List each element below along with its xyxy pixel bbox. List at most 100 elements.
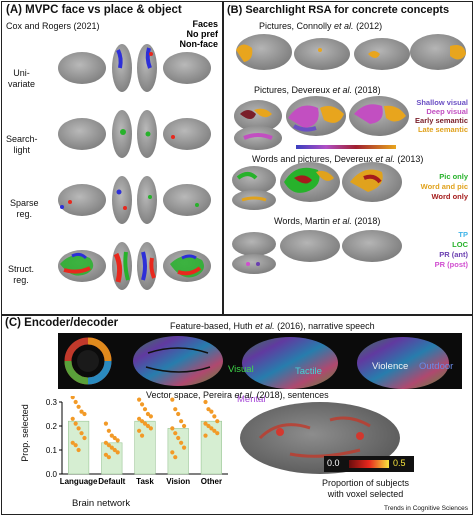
data-point xyxy=(170,426,175,431)
panel-b-title: (B) Searchlight RSA for concrete concept… xyxy=(227,4,450,16)
colorbar-max: 0.5 xyxy=(393,458,406,468)
data-point xyxy=(103,421,109,426)
data-point xyxy=(176,435,181,441)
data-point xyxy=(137,416,142,421)
data-point xyxy=(73,399,78,405)
panel-a-legend: Faces No pref Non-face xyxy=(179,19,218,49)
legend-deep-visual: Deep visual xyxy=(426,107,468,116)
row-label-struct: Struct.reg. xyxy=(8,264,35,285)
legend-pr-ant: PR (ant) xyxy=(439,250,468,259)
legend-faces: Faces xyxy=(192,19,218,29)
data-point xyxy=(212,428,217,433)
label-violence: Violence xyxy=(372,361,409,372)
data-point xyxy=(215,419,220,424)
row-label-univariate: Uni-variate xyxy=(8,68,36,89)
data-point xyxy=(173,455,178,460)
data-point xyxy=(76,447,81,453)
brains-devereux-2013 xyxy=(232,162,402,210)
panel-a-source: Cox and Rogers (2021) xyxy=(6,21,100,31)
study-devereux-2013: Words and pictures, Devereux et al. (201… xyxy=(252,154,424,164)
x-tick-label: Vision xyxy=(166,477,190,486)
bar xyxy=(134,420,156,475)
data-point xyxy=(176,411,181,417)
data-point xyxy=(203,399,208,405)
row-label-searchlight: Search-light xyxy=(6,134,38,155)
data-point xyxy=(179,440,184,445)
legend-word-and-pic: Word and pic xyxy=(420,182,468,191)
brains-devereux-2018 xyxy=(234,96,409,150)
row-struct-brains xyxy=(58,242,211,290)
data-point xyxy=(148,414,153,419)
data-point xyxy=(70,440,75,445)
legend-no-pref: No pref xyxy=(186,29,219,39)
legend-late-semantic: Late semantic xyxy=(417,125,468,134)
study-martin: Words, Martin et al. (2018) xyxy=(274,216,381,226)
data-point xyxy=(73,443,78,448)
panel-c-title: (C) Encoder/decoder xyxy=(5,317,119,329)
y-tick-label: 0.3 xyxy=(46,398,58,407)
huth-brain-maps xyxy=(58,333,462,389)
legend-devereux-2013: Pic only Word and pic Word only xyxy=(421,172,468,202)
data-point xyxy=(79,431,84,436)
data-point xyxy=(139,433,145,438)
legend-tp: TP xyxy=(458,230,468,239)
data-point xyxy=(145,423,151,429)
data-point xyxy=(109,445,114,450)
data-point xyxy=(139,419,145,424)
row-univariate-brains xyxy=(58,44,211,92)
data-point xyxy=(215,431,220,436)
data-point xyxy=(106,455,111,460)
panel-c: (C) Encoder/decoder Feature-based, Huth … xyxy=(1,315,473,515)
data-point xyxy=(173,407,178,412)
data-point xyxy=(203,421,208,426)
data-point xyxy=(106,443,111,448)
data-point xyxy=(170,397,175,402)
data-point xyxy=(206,423,211,429)
legend-devereux-2018: Shallow visual Deep visual Early semanti… xyxy=(415,98,468,134)
data-point xyxy=(79,409,84,414)
data-point xyxy=(137,428,142,433)
data-point xyxy=(206,407,211,412)
x-tick-label: Task xyxy=(136,477,154,486)
data-point xyxy=(76,426,81,431)
data-point xyxy=(137,397,142,402)
legend-word-only: Word only xyxy=(431,192,468,201)
huth-caption: Feature-based, Huth et al. (2016), narra… xyxy=(170,321,375,331)
legend-shallow-visual: Shallow visual xyxy=(416,98,468,107)
panel-b: (B) Searchlight RSA for concrete concept… xyxy=(223,1,473,315)
row-sparse-brains xyxy=(58,176,211,224)
legend-pic-only: Pic only xyxy=(439,172,468,181)
legend-early-semantic: Early semantic xyxy=(415,116,468,125)
panel-a-brains xyxy=(58,44,211,290)
data-point xyxy=(103,452,109,457)
y-tick-label: 0.2 xyxy=(46,422,58,431)
data-point xyxy=(209,426,214,431)
data-point xyxy=(70,396,75,400)
data-point xyxy=(76,404,81,409)
data-point xyxy=(70,416,75,421)
panel-a: (A) MVPC face vs place & object Cox and … xyxy=(1,1,223,315)
legend-non-face: Non-face xyxy=(179,39,218,49)
study-connolly: Pictures, Connolly et al. (2012) xyxy=(259,21,383,31)
study-devereux-2018: Pictures, Devereux et al. (2018) xyxy=(254,85,381,95)
brains-martin xyxy=(232,230,402,274)
data-point xyxy=(145,411,151,417)
brains-connolly xyxy=(236,34,466,70)
data-point xyxy=(106,428,111,433)
data-point xyxy=(115,438,120,443)
data-point xyxy=(112,435,117,441)
data-point xyxy=(142,421,148,426)
bar xyxy=(68,420,90,475)
bar xyxy=(167,428,189,475)
label-outdoor: Outdoor xyxy=(419,361,454,372)
bar-chart-xlabel: Brain network xyxy=(72,498,131,509)
data-point xyxy=(181,423,187,429)
data-point xyxy=(212,414,217,419)
x-tick-label: Other xyxy=(201,477,222,486)
x-tick-label: Language xyxy=(60,477,98,486)
data-point xyxy=(82,435,87,441)
x-tick-label: Default xyxy=(98,477,125,486)
